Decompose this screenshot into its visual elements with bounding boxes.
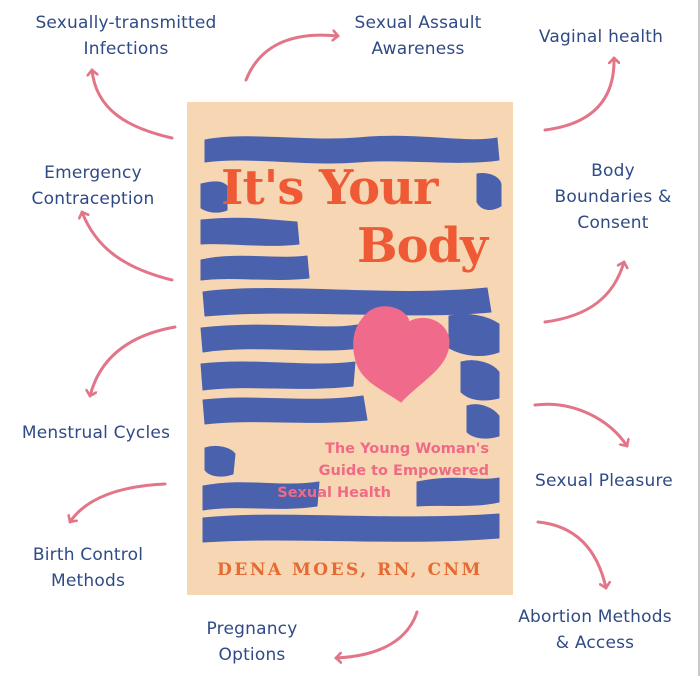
topic-assault-line2: Awareness xyxy=(371,39,465,59)
topic-pleasure-line1: Sexual Pleasure xyxy=(535,471,673,491)
topic-boundaries: Body Boundaries & Consent xyxy=(542,158,684,236)
topic-sti-line1: Sexually-transmitted xyxy=(35,13,217,33)
arrow-to-menstrual xyxy=(90,325,177,398)
cover-stripe xyxy=(200,255,310,281)
book-cover: It's Your Body The Young Woman's Guide t… xyxy=(187,102,513,595)
cover-stripe xyxy=(448,313,500,356)
topic-boundaries-line1: Body xyxy=(591,161,635,181)
arrow-to-emergency xyxy=(82,210,174,282)
topic-menstrual-line1: Menstrual Cycles xyxy=(21,423,171,443)
cover-stripe xyxy=(202,513,500,543)
topic-pregnancy: Pregnancy Options xyxy=(196,616,308,668)
cover-stripe xyxy=(460,360,500,401)
topic-sti: Sexually-transmitted Infections xyxy=(24,10,228,62)
cover-stripe xyxy=(200,361,356,391)
cover-stripe xyxy=(202,395,368,425)
topic-abortion: Abortion Methods & Access xyxy=(504,604,686,656)
topic-menstrual: Menstrual Cycles xyxy=(8,420,184,446)
topic-assault-line1: Sexual Assault xyxy=(354,13,482,33)
frame-edge xyxy=(698,0,700,676)
arrow-to-birth-control xyxy=(70,482,167,524)
topic-pregnancy-line1: Pregnancy xyxy=(206,619,298,639)
cover-stripe xyxy=(202,481,320,511)
book-cover-art xyxy=(200,135,502,543)
topic-birth-control-line1: Birth Control xyxy=(32,545,144,565)
topic-boundaries-line3: Consent xyxy=(577,213,649,233)
cover-stripe xyxy=(204,445,236,477)
book-subtitle-line3: Sexual Health xyxy=(277,485,391,501)
topic-vaginal: Vaginal health xyxy=(528,24,674,50)
topic-emergency-line1: Emergency xyxy=(44,163,142,183)
topic-birth-control-line2: Methods xyxy=(50,571,125,591)
arrow-to-pleasure xyxy=(533,402,627,448)
topic-emergency-line2: Contraception xyxy=(31,189,155,209)
book-author: DENA MOES, RN, CNM xyxy=(217,560,483,580)
arrow-to-abortion xyxy=(536,520,606,590)
topic-emergency: Emergency Contraception xyxy=(20,160,166,212)
cover-stripe xyxy=(476,173,502,210)
cover-heart xyxy=(353,306,450,403)
topic-abortion-line2: & Access xyxy=(555,633,635,653)
arrow-to-pregnancy xyxy=(334,610,419,658)
topic-pleasure: Sexual Pleasure xyxy=(524,468,684,494)
cover-stripe xyxy=(200,217,300,246)
book-subtitle-line1: The Young Woman's xyxy=(324,441,489,457)
arrow-to-vaginal xyxy=(543,56,614,132)
topic-sti-line2: Infections xyxy=(83,39,169,59)
topic-abortion-line1: Abortion Methods xyxy=(518,607,672,627)
cover-stripe xyxy=(466,404,500,439)
cover-stripe xyxy=(200,323,364,353)
cover-stripe xyxy=(202,287,492,317)
book-subtitle-line2: Guide to Empowered xyxy=(318,463,489,479)
arrow-to-sti xyxy=(92,68,174,140)
cover-stripe xyxy=(416,477,500,507)
cover-stripe xyxy=(200,181,228,213)
topic-pregnancy-line2: Options xyxy=(218,645,286,665)
book-title-line2: Body xyxy=(357,218,488,274)
book-title-line1: It's Your xyxy=(221,160,438,216)
topic-assault: Sexual Assault Awareness xyxy=(340,10,496,62)
cover-stripe xyxy=(204,135,500,164)
arrow-to-boundaries xyxy=(543,260,624,324)
topic-birth-control: Birth Control Methods xyxy=(18,542,158,594)
topic-vaginal-line1: Vaginal health xyxy=(538,27,664,47)
arrow-to-assault xyxy=(244,35,340,82)
topic-boundaries-line2: Boundaries & xyxy=(554,187,672,207)
